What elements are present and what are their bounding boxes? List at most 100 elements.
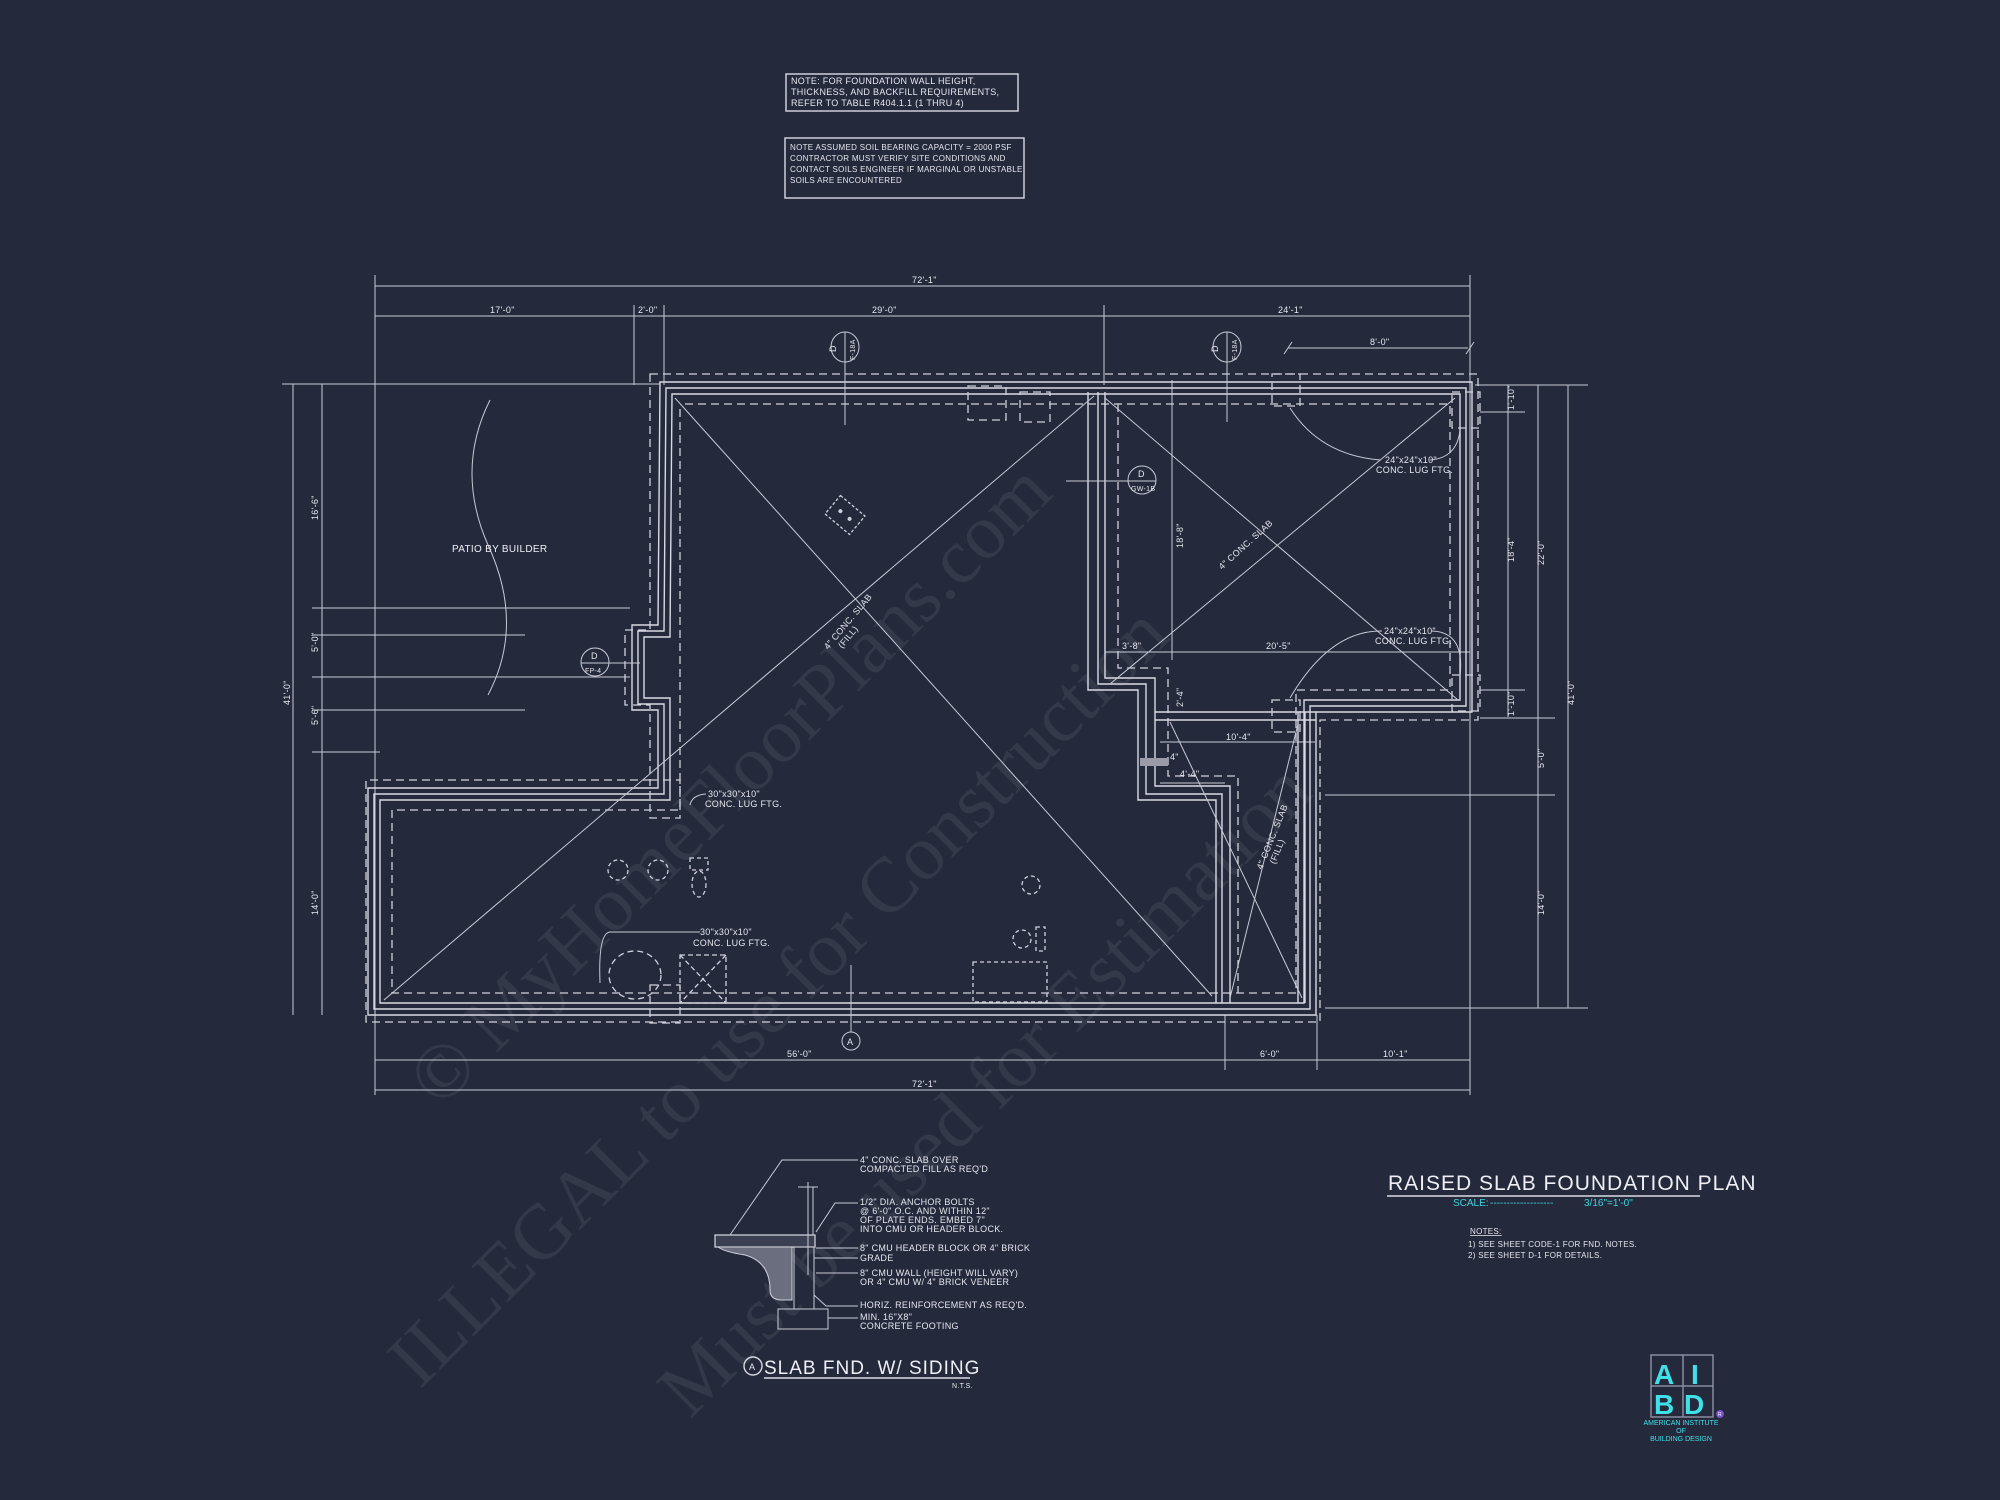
- dim-right-6: 14'-0": [1536, 890, 1546, 915]
- lug-footing: [1271, 373, 1301, 407]
- tub-oval-icon: [608, 950, 662, 1000]
- dim-bottom-2: 6'-0": [1260, 1049, 1279, 1059]
- section-marker-a[interactable]: A: [841, 965, 861, 1051]
- scale-label: SCALE:: [1453, 1198, 1489, 1209]
- tag-top: D: [1138, 469, 1145, 479]
- plan-title-block: RAISED SLAB FOUNDATION PLAN SCALE: -----…: [1387, 1172, 1757, 1260]
- lug-callout: 24"x24"x10": [1384, 626, 1436, 636]
- dim-right-1: 1'-10": [1506, 385, 1516, 410]
- registered-mark: R: [1718, 1412, 1722, 1418]
- callout-line: COMPACTED FILL AS REQ'D: [860, 1164, 988, 1174]
- callout-line: MIN. 16"X8": [860, 1312, 912, 1322]
- note-line: CONTRACTOR MUST VERIFY SITE CONDITIONS A…: [790, 154, 1006, 163]
- scale-value: 3/16"=1'-0": [1584, 1198, 1633, 1209]
- logo-letter: B: [1654, 1389, 1674, 1420]
- callout-line: CONCRETE FOOTING: [860, 1321, 959, 1331]
- shower-icon: [679, 954, 727, 1004]
- note-line: CONTACT SOILS ENGINEER IF MARGINAL OR UN…: [790, 165, 1023, 174]
- dim-inner-10-4: 10'-4": [1226, 732, 1251, 742]
- toilet-bowl-icon: [691, 870, 707, 898]
- dim-inner-3-8: 3'-8": [1122, 641, 1141, 651]
- foundation-walls: [365, 373, 1481, 1024]
- dim-top-3: 29'-0": [872, 305, 897, 315]
- lug-callout: 30"x30"x10": [700, 927, 752, 937]
- callout-line: 4" CONC. SLAB OVER: [860, 1155, 959, 1165]
- dim-top-4: 24'-1": [1278, 305, 1303, 315]
- dim-right-4: 22'-0": [1536, 540, 1546, 565]
- sink-icon: [607, 859, 629, 881]
- dim-left-3: 5'-6": [310, 706, 320, 725]
- section-tag-gw1b[interactable]: D GW-1B: [1066, 465, 1157, 495]
- tag-bottom: FP-4: [585, 668, 601, 675]
- dim-top-overall: 72'-1": [912, 275, 937, 285]
- dim-right-2: 18'-4": [1506, 537, 1516, 562]
- lug-footing: [649, 779, 681, 819]
- logo-letter: D: [1684, 1389, 1704, 1420]
- patio: PATIO BY BUILDER: [312, 399, 547, 711]
- logo-letter: I: [1691, 1359, 1699, 1390]
- logo-text: OF: [1676, 1428, 1686, 1435]
- lug-callout: 24"x24"x10": [1385, 455, 1437, 465]
- slab-hatching: [383, 395, 1459, 1001]
- tag-top: D: [1210, 345, 1220, 352]
- dim-inner-4: 4": [1170, 752, 1179, 762]
- callout-line: 8" CMU HEADER BLOCK OR 4" BRICK: [860, 1243, 1030, 1253]
- slab-label-right: 4" CONC. SLAB: [1217, 518, 1275, 572]
- detail-callout-text: 4" CONC. SLAB OVER COMPACTED FILL AS REQ…: [860, 1155, 1030, 1331]
- dim-right-5: 5'-0": [1536, 749, 1546, 768]
- slab-section-detail: 4" CONC. SLAB OVER COMPACTED FILL AS REQ…: [714, 1155, 1030, 1390]
- dim-left-overall: 41'-0": [282, 680, 292, 705]
- plan-title: RAISED SLAB FOUNDATION PLAN: [1388, 1172, 1757, 1195]
- dim-bottom-1: 56'-0": [787, 1049, 812, 1059]
- drain-icon: [1021, 875, 1041, 895]
- lug-callout: CONC. LUG FTG.: [1375, 636, 1452, 646]
- dim-bottom-3: 10'-1": [1383, 1049, 1408, 1059]
- plumbing-fixtures: [607, 494, 1048, 1004]
- logo-text: AMERICAN INSTITUTE: [1643, 1420, 1718, 1427]
- tag-top: D: [828, 345, 838, 352]
- detail-tag: A: [749, 1362, 755, 1372]
- tag-bottom: F-18A: [850, 339, 857, 360]
- dim-top-1: 17'-0": [490, 305, 515, 315]
- section-tag-f18a-1[interactable]: D F-18A: [828, 331, 860, 425]
- scale-leader: -------------------: [1490, 1198, 1553, 1209]
- note-item: 2) SEE SHEET D-1 FOR DETAILS.: [1468, 1251, 1602, 1260]
- detail-title: SLAB FND. W/ SIDING: [764, 1358, 980, 1379]
- note-foundation-wall: NOTE: FOR FOUNDATION WALL HEIGHT, THICKN…: [785, 73, 1019, 112]
- toilet-tank-icon: [1035, 926, 1046, 952]
- section-tag-f18a-2[interactable]: D F-18A: [1210, 331, 1242, 422]
- callout-line: 1/2" DIA. ANCHOR BOLTS: [860, 1197, 975, 1207]
- note-line: NOTE ASSUMED SOIL BEARING CAPACITY = 200…: [790, 143, 1012, 152]
- lug-callout: CONC. LUG FTG.: [705, 799, 782, 809]
- callout-line: OR 4" CMU W/ 4" BRICK VENEER: [860, 1277, 1010, 1287]
- dimension-labels: 72'-1" 17'-0" 2'-0" 29'-0" 24'-1" 8'-0" …: [282, 275, 1576, 1089]
- patio-label: PATIO BY BUILDER: [452, 544, 547, 555]
- lug-footing: [1451, 391, 1481, 429]
- callout-line: 8" CMU WALL (HEIGHT WILL VARY): [860, 1268, 1018, 1278]
- callout-line: GRADE: [860, 1253, 894, 1263]
- toilet-tank-icon: [689, 857, 709, 871]
- note-line: THICKNESS, AND BACKFILL REQUIREMENTS,: [791, 87, 999, 97]
- lug-footing: [967, 385, 1007, 421]
- footing: [777, 1308, 829, 1330]
- tag-bottom: F-18A: [1232, 339, 1239, 360]
- note-line: SOILS ARE ENCOUNTERED: [790, 176, 902, 185]
- dim-top-2: 2'-0": [638, 305, 657, 315]
- section-tag-fp4[interactable]: D FP-4: [580, 647, 640, 677]
- lug-callout: 30"x30"x10": [708, 789, 760, 799]
- tag-bottom: GW-1B: [1131, 486, 1155, 493]
- notes-heading: NOTES:: [1470, 1227, 1502, 1236]
- callout-line: OF PLATE ENDS. EMBED 7": [860, 1215, 985, 1225]
- watermark: © MyHomeFloorPlans.com ILLEGAL to use fo…: [371, 446, 1328, 1432]
- lug-callout: CONC. LUG FTG.: [693, 938, 770, 948]
- sink-icon: [647, 859, 669, 881]
- dimension-lines: [282, 275, 1588, 1095]
- note-line: REFER TO TABLE R404.1.1 (1 THRU 4): [791, 98, 964, 108]
- toilet-bowl-icon: [1012, 929, 1032, 949]
- detail-scale: N.T.S.: [952, 1383, 973, 1390]
- tag-top: D: [591, 651, 598, 661]
- callout-line: INTO CMU OR HEADER BLOCK.: [860, 1224, 1003, 1234]
- note-soil-bearing: NOTE ASSUMED SOIL BEARING CAPACITY = 200…: [784, 137, 1025, 199]
